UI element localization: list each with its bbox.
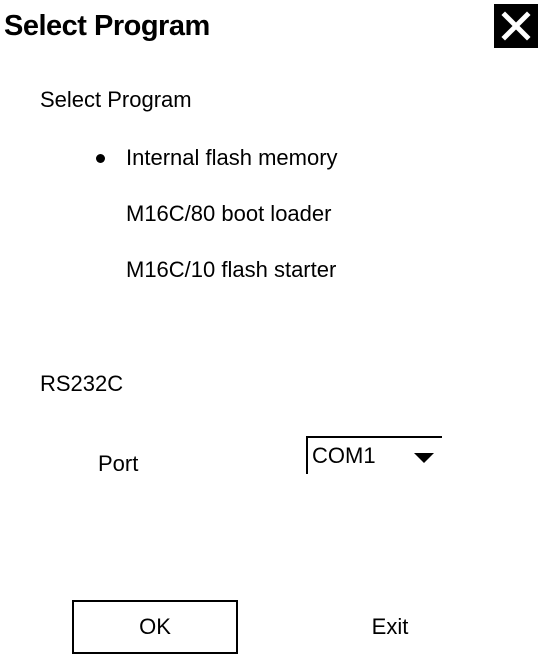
port-label: Port [98,451,139,476]
port-select[interactable]: COM1 [306,436,442,474]
port-select-value: COM1 [312,443,376,468]
radio-label: M16C/10 flash starter [126,257,337,282]
exit-button[interactable]: Exit [371,614,409,639]
caret-down-icon [414,453,434,463]
radio-m16c10-flash-starter[interactable]: M16C/10 flash starter [96,255,416,285]
radio-internal-flash-memory[interactable]: Internal flash memory [96,143,416,173]
dialog-title: Select Program [4,10,210,42]
program-group-label: Select Program [40,87,192,112]
close-button[interactable] [494,4,538,48]
ok-button[interactable]: OK [72,600,238,654]
serial-group-label: RS232C [40,371,124,396]
radio-selected-dot [96,154,105,163]
radio-m16c80-boot-loader[interactable]: M16C/80 boot loader [96,199,416,229]
radio-label: M16C/80 boot loader [126,201,332,226]
close-icon [501,11,531,41]
radio-label: Internal flash memory [126,145,338,170]
